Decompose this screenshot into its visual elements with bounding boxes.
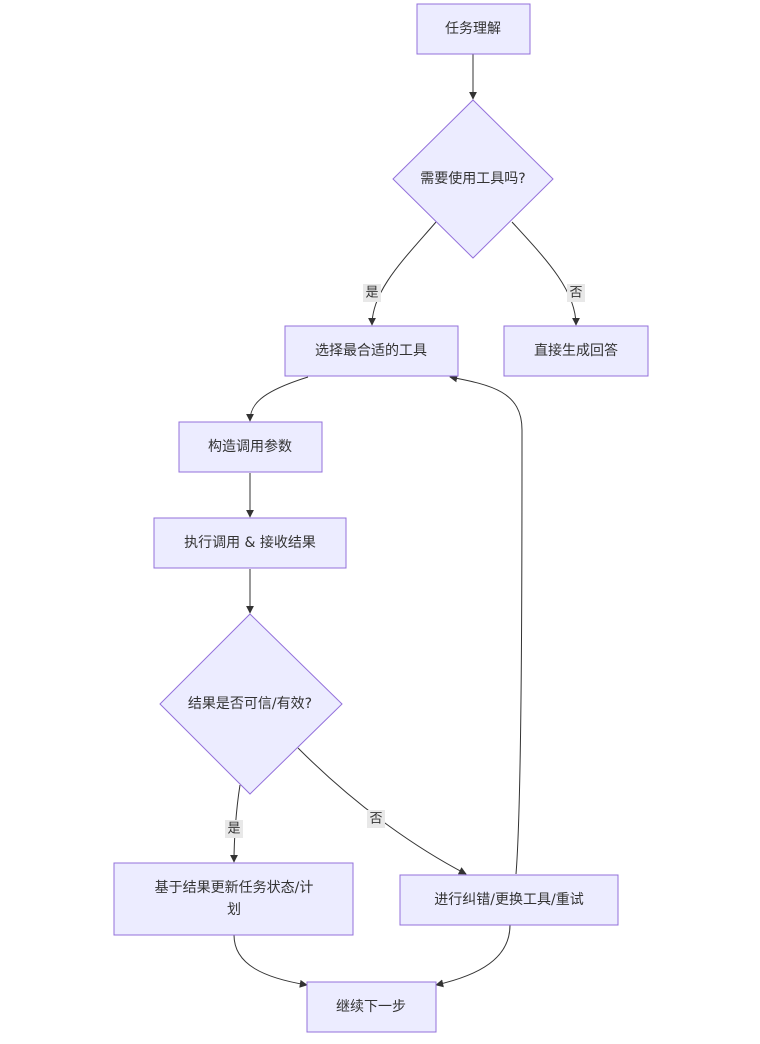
svg-text:进行纠错/更换工具/重试: 进行纠错/更换工具/重试 (434, 891, 583, 908)
node-update-state: 基于结果更新任务状态/计 划 (113, 862, 354, 936)
svg-text:继续下一步: 继续下一步 (336, 998, 406, 1015)
edge-label-yes-valid: 是 (225, 820, 243, 838)
svg-text:是: 是 (227, 822, 240, 837)
node-result-valid-decision: 结果是否可信/有效? (159, 613, 343, 795)
edge-decision-no-to-direct (511, 221, 580, 326)
edge-valid-no-to-retry (297, 747, 467, 875)
edge-decision-yes-to-select (368, 221, 437, 326)
edge-select-to-params (246, 376, 309, 422)
node-need-tool-decision: 需要使用工具吗? (392, 99, 554, 259)
svg-text:构造调用参数: 构造调用参数 (208, 438, 292, 455)
edge-retry-to-select (449, 374, 523, 875)
node-execute-call: 执行调用 & 接收结果 (153, 517, 347, 569)
svg-text:划: 划 (227, 902, 241, 918)
node-build-params: 构造调用参数 (178, 421, 323, 473)
svg-text:执行调用 & 接收结果: 执行调用 & 接收结果 (184, 534, 316, 551)
edge-label-no-valid: 否 (367, 810, 385, 828)
svg-text:直接生成回答: 直接生成回答 (534, 342, 618, 359)
svg-text:选择最合适的工具: 选择最合适的工具 (315, 343, 427, 359)
svg-text:任务理解: 任务理解 (445, 21, 501, 37)
node-direct-answer: 直接生成回答 (503, 325, 649, 377)
node-task-understanding: 任务理解 (416, 3, 531, 55)
svg-text:结果是否可信/有效?: 结果是否可信/有效? (188, 696, 312, 712)
node-correct-retry: 进行纠错/更换工具/重试 (399, 874, 619, 926)
edge-label-no-tool: 否 (567, 284, 585, 302)
edge-retry-to-next (435, 924, 511, 988)
svg-text:需要使用工具吗?: 需要使用工具吗? (420, 170, 525, 187)
node-next-step: 继续下一步 (306, 981, 437, 1033)
edge-update-to-next (233, 934, 308, 988)
edge-label-yes-tool: 是 (363, 284, 381, 302)
svg-text:基于结果更新任务状态/计: 基于结果更新任务状态/计 (155, 879, 314, 896)
svg-text:否: 否 (369, 812, 382, 827)
node-select-tool: 选择最合适的工具 (284, 325, 459, 377)
svg-text:是: 是 (365, 286, 378, 301)
svg-text:否: 否 (569, 286, 582, 301)
